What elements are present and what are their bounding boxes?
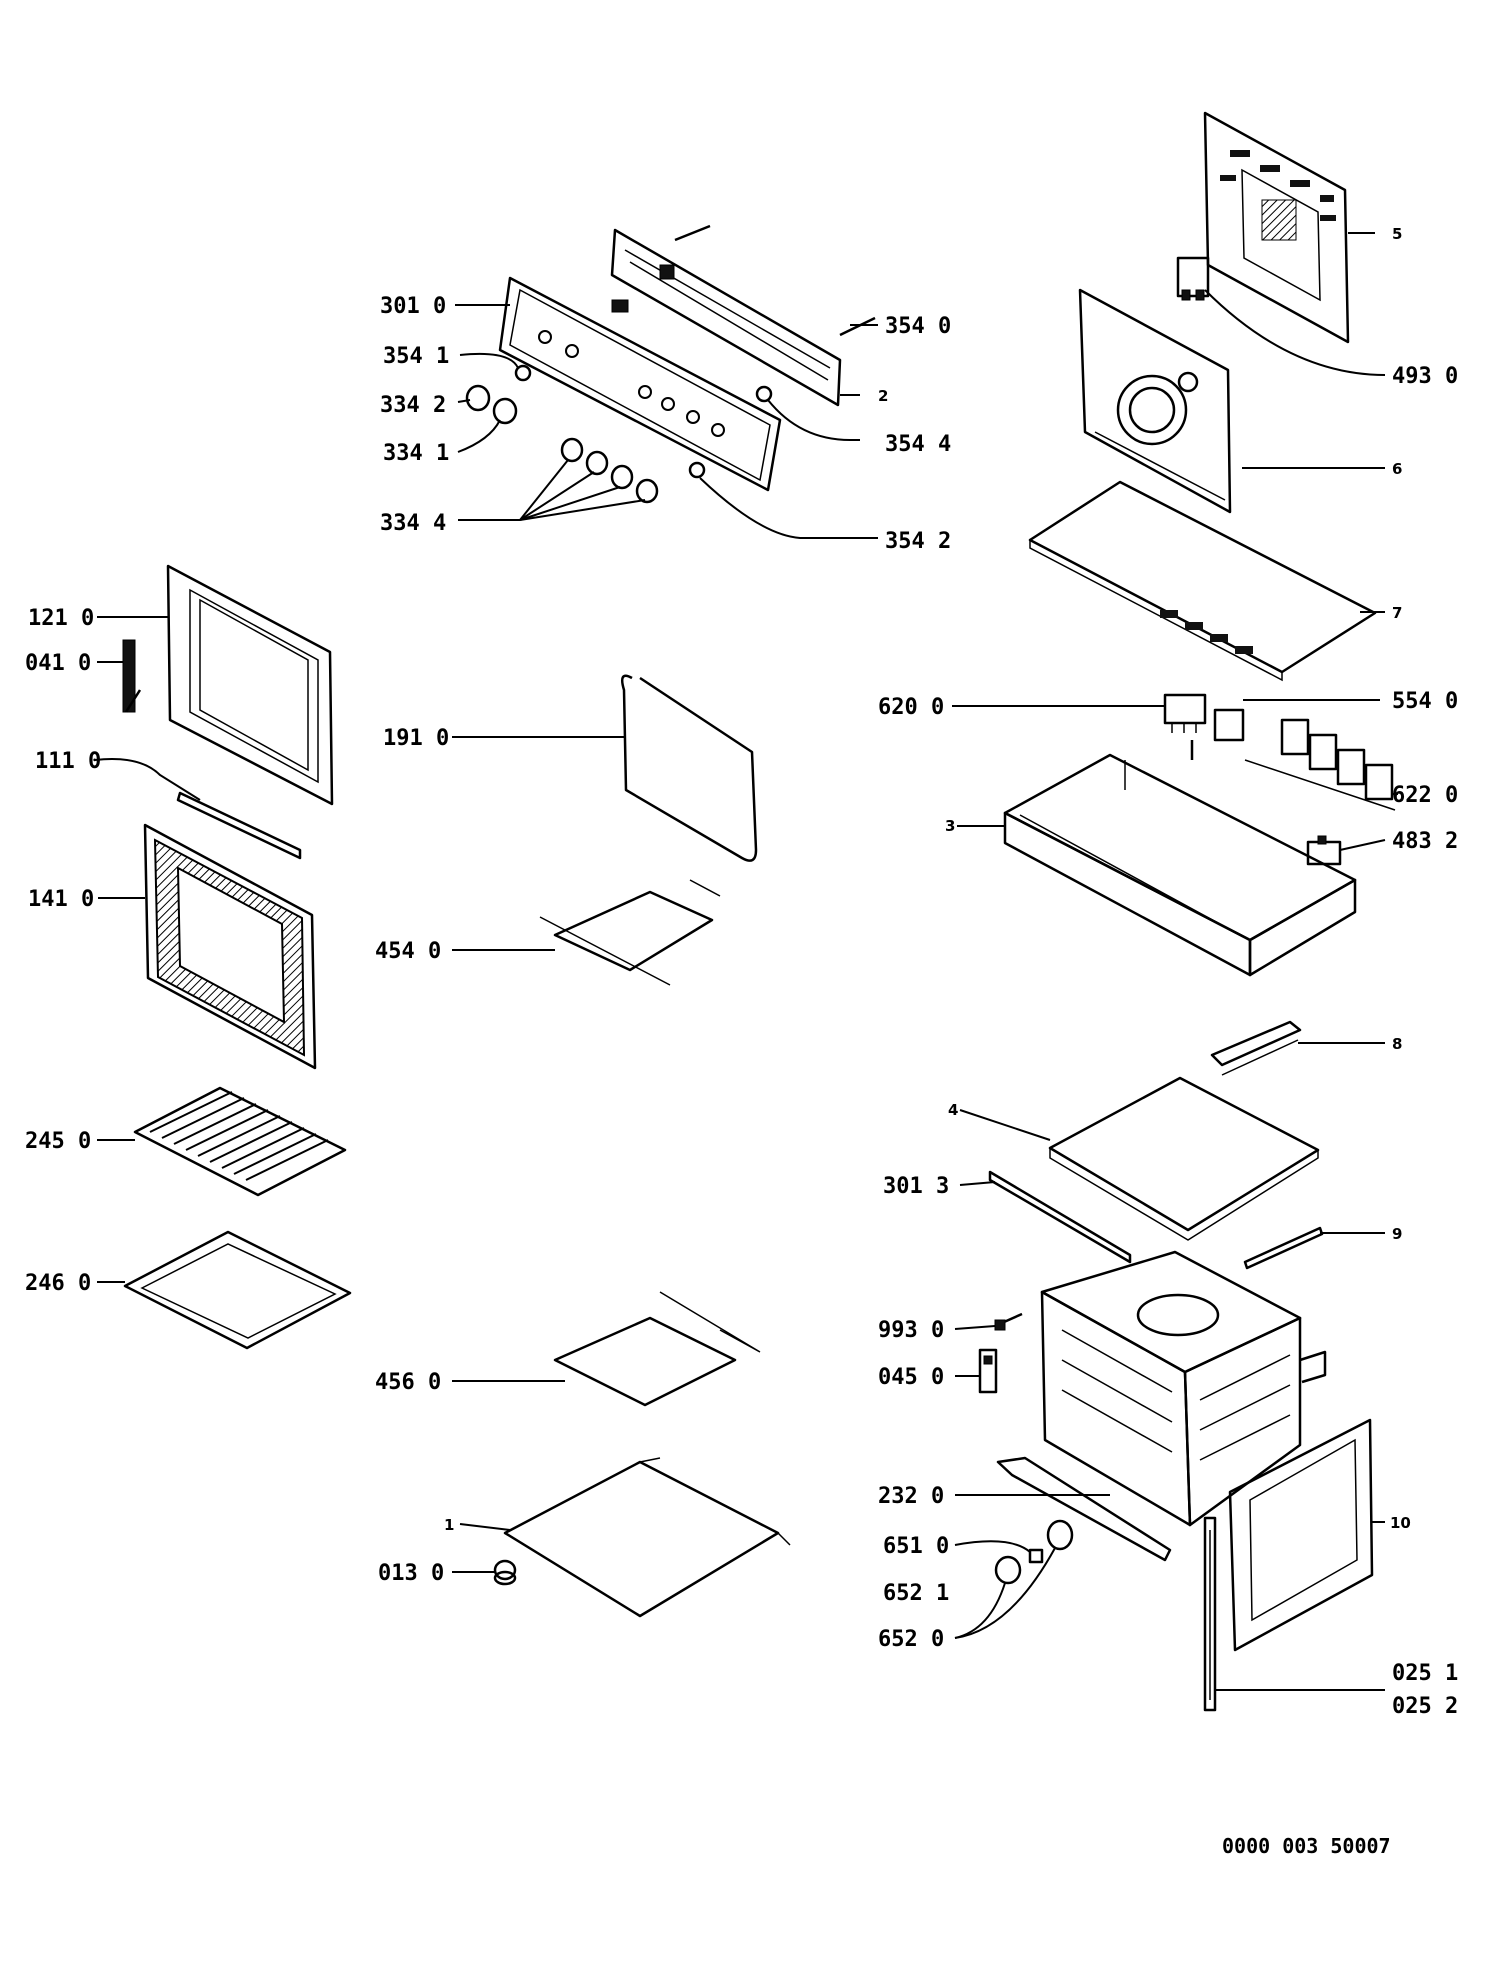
rail-301-3 [988, 1170, 1132, 1264]
label-554-0: 554 0 [1392, 689, 1458, 714]
label-3: 3 [945, 817, 955, 835]
hinge-045 [978, 1348, 998, 1394]
label-483-2: 483 2 [1392, 829, 1458, 854]
label-354-2: 354 2 [885, 529, 951, 554]
label-246-0: 246 0 [25, 1271, 91, 1296]
knob-pin-354-0 [611, 224, 876, 337]
label-354-0: 354 0 [885, 314, 951, 339]
label-4: 4 [948, 1101, 958, 1119]
heating-element-456 [553, 1291, 761, 1407]
label-334-4: 334 4 [380, 511, 446, 536]
label-620-0: 620 0 [878, 695, 944, 720]
label-354-1: 354 1 [383, 344, 449, 369]
part-labels: 301 0 354 1 334 2 334 1 334 4 354 0 2 35… [25, 225, 1458, 1858]
door-hinge-041 [122, 639, 142, 713]
switch-651 [1028, 1519, 1074, 1564]
label-2: 2 [878, 387, 888, 405]
plate-4 [1048, 1076, 1320, 1241]
label-354-4: 354 4 [885, 432, 951, 457]
label-121-0: 121 0 [28, 606, 94, 631]
heating-element-454 [539, 879, 721, 986]
door-seal-strip-111 [176, 791, 302, 860]
label-334-1: 334 1 [383, 441, 449, 466]
label-493-0: 493 0 [1392, 364, 1458, 389]
label-6: 6 [1392, 460, 1402, 478]
lamp-652 [994, 1555, 1022, 1585]
label-456-0: 456 0 [375, 1370, 441, 1395]
label-9: 9 [1392, 1225, 1402, 1243]
selector-switch-620 [1163, 693, 1207, 733]
label-191-0: 191 0 [383, 726, 449, 751]
switches-622 [1244, 718, 1396, 811]
leader-lines [94, 232, 1398, 1691]
baking-tray-246 [123, 1230, 352, 1350]
label-301-3: 301 3 [883, 1174, 949, 1199]
door-gasket-191 [621, 674, 758, 862]
label-141-0: 141 0 [28, 887, 94, 912]
label-041-0: 041 0 [25, 651, 91, 676]
bracket-8 [1210, 1020, 1302, 1076]
trim-232 [996, 1456, 1172, 1562]
label-652-0: 652 0 [878, 1627, 944, 1652]
label-993-0: 993 0 [878, 1318, 944, 1343]
label-8: 8 [1392, 1035, 1402, 1053]
indicator-554 [1190, 708, 1245, 760]
thermostat-493 [1176, 256, 1210, 301]
strip-9 [1243, 1226, 1324, 1270]
foot-013 [493, 1559, 517, 1586]
label-301-0: 301 0 [380, 294, 446, 319]
diagram-code: 0000 003 50007 [1222, 1834, 1391, 1858]
base-plate-1 [503, 1457, 791, 1618]
rear-panel-5 [1203, 111, 1350, 344]
top-plate-7 [1028, 480, 1377, 682]
back-wall-6 [1078, 288, 1232, 514]
control-knobs [465, 364, 773, 504]
label-111-0: 111 0 [35, 749, 101, 774]
label-013-0: 013 0 [378, 1561, 444, 1586]
frame-3 [1003, 753, 1357, 977]
label-232-0: 232 0 [878, 1484, 944, 1509]
label-622-0: 622 0 [1392, 783, 1458, 808]
label-10: 10 [1390, 1514, 1411, 1532]
screw-993 [994, 1312, 1023, 1331]
inner-door-10 [1228, 1418, 1374, 1652]
side-rail-025 [1203, 1516, 1217, 1712]
label-045-0: 045 0 [878, 1365, 944, 1390]
label-7: 7 [1392, 604, 1402, 622]
door-inner-frame [166, 564, 334, 806]
label-025-1: 025 1 [1392, 1661, 1458, 1686]
label-1: 1 [444, 1516, 454, 1534]
label-454-0: 454 0 [375, 939, 441, 964]
label-025-2: 025 2 [1392, 1694, 1458, 1719]
label-651-0: 651 0 [883, 1534, 949, 1559]
control-panel-fascia [498, 276, 782, 492]
oven-rack-245 [133, 1086, 347, 1197]
control-panel-bracket [610, 228, 842, 407]
label-652-1: 652 1 [883, 1581, 949, 1606]
label-245-0: 245 0 [25, 1129, 91, 1154]
oven-cavity [1040, 1250, 1327, 1527]
label-5: 5 [1392, 225, 1402, 243]
door-outer-glass-141 [143, 823, 317, 1070]
label-334-2: 334 2 [380, 393, 446, 418]
